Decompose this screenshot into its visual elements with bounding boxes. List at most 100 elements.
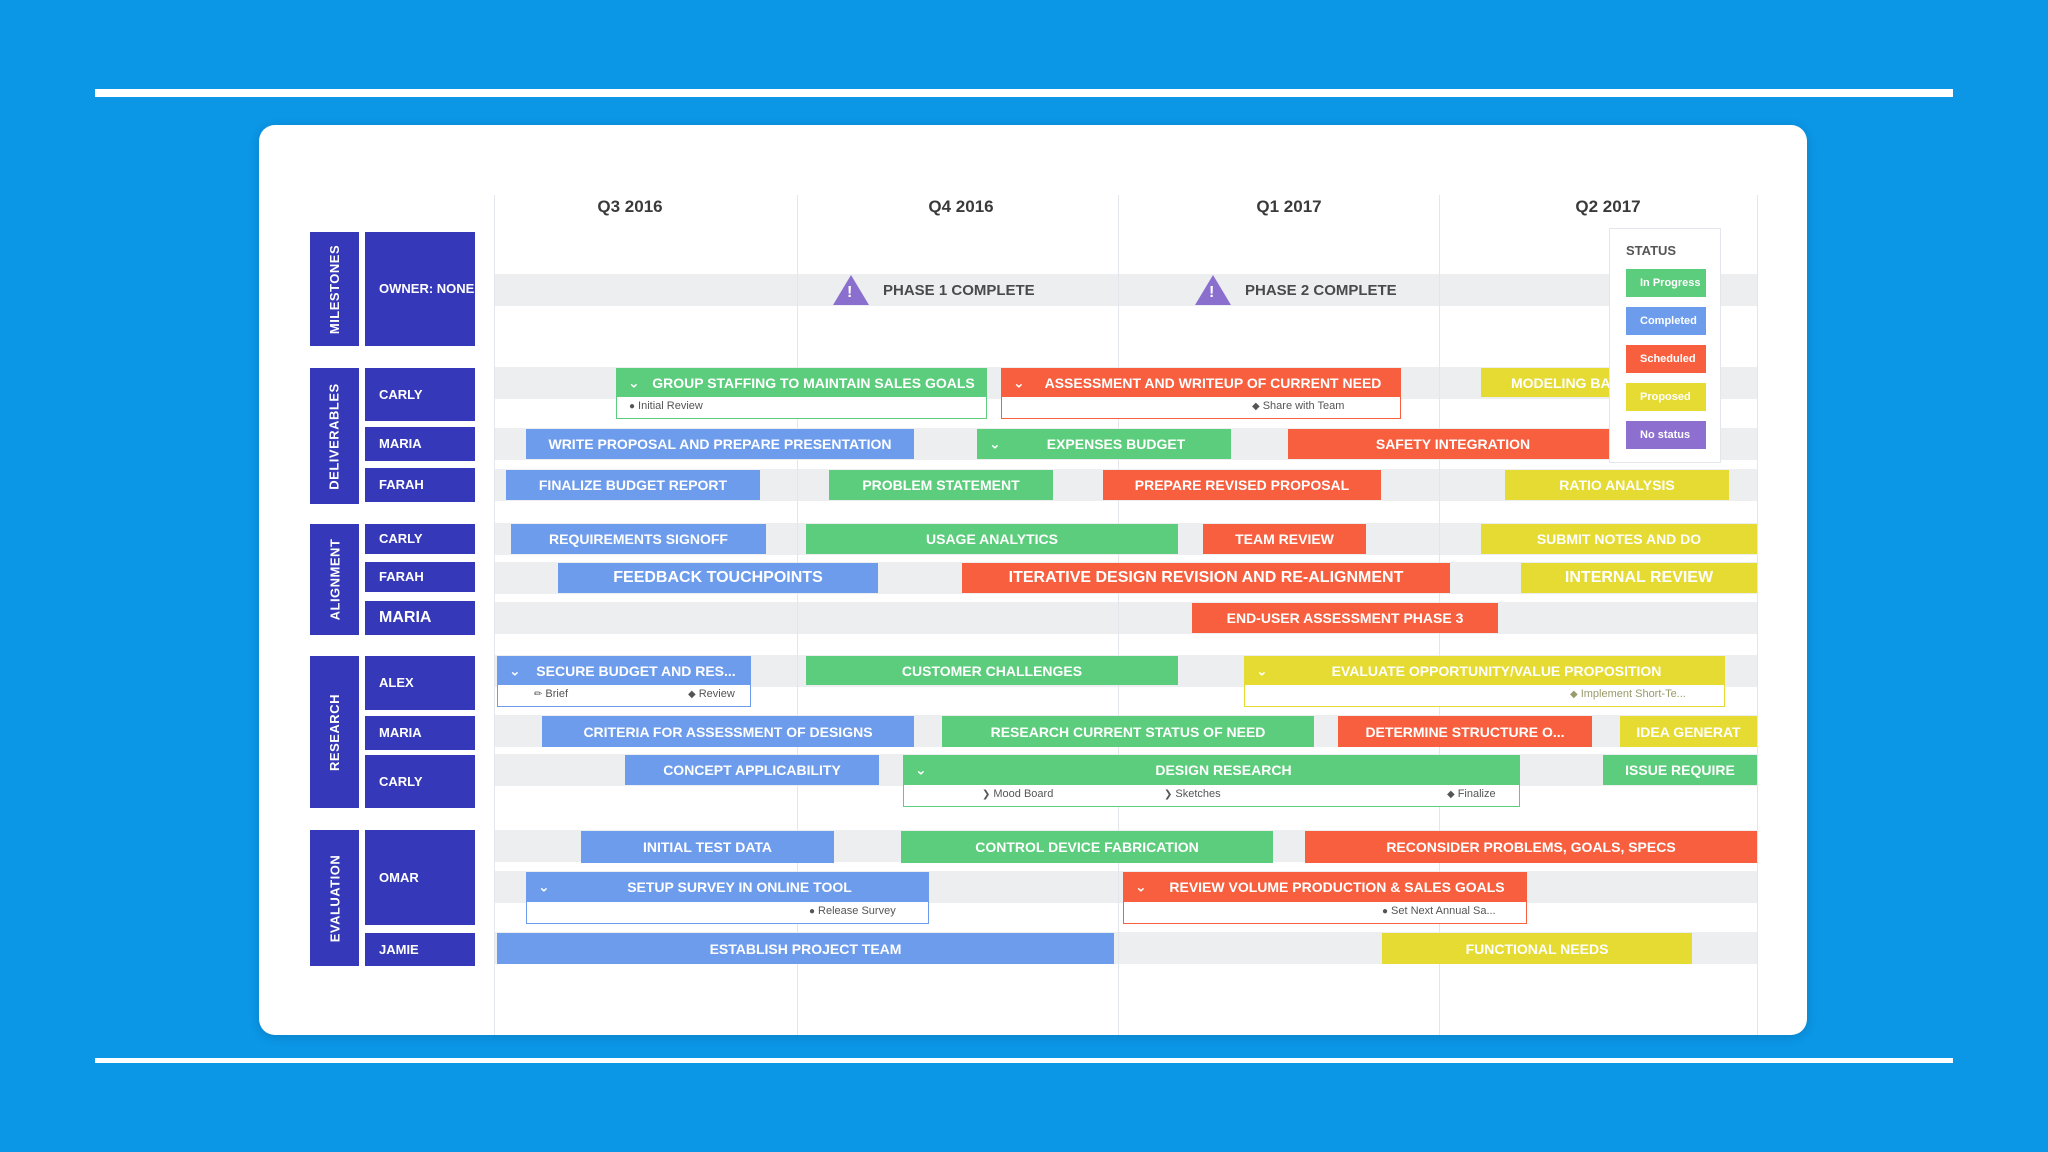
- task-write-proposal[interactable]: WRITE PROPOSAL AND PREPARE PRESENTATION: [526, 429, 914, 459]
- task-feedback-touchpoints[interactable]: FEEDBACK TOUCHPOINTS: [558, 563, 878, 593]
- task-ratio-analysis[interactable]: RATIO ANALYSIS: [1505, 470, 1729, 500]
- task-label: CONCEPT APPLICABILITY: [663, 762, 841, 778]
- legend-in-progress[interactable]: In Progress: [1626, 269, 1706, 297]
- task-label: FINALIZE BUDGET REPORT: [538, 477, 728, 493]
- task-customer-challenges[interactable]: CUSTOMER CHALLENGES: [806, 656, 1178, 685]
- task-label: SAFETY INTEGRATION: [1375, 436, 1531, 452]
- subtasks-review-volume: ●Set Next Annual Sa...: [1123, 902, 1527, 924]
- owner-evaluation-omar: OMAR: [365, 830, 475, 925]
- circle-marker-icon: ●: [809, 906, 816, 917]
- task-issue-require[interactable]: ISSUE REQUIRE: [1603, 755, 1757, 785]
- task-safety-integration[interactable]: SAFETY INTEGRATION: [1288, 429, 1618, 459]
- bottom-divider: [95, 1058, 1953, 1063]
- chevron-down-icon: ⌄: [628, 374, 640, 390]
- subtask-brief[interactable]: ✏Brief: [534, 688, 569, 700]
- task-modeling[interactable]: MODELING BA: [1481, 368, 1621, 397]
- subtask-sketches[interactable]: ❯Sketches: [1164, 788, 1221, 800]
- task-setup-survey[interactable]: ⌄ SETUP SURVEY IN ONLINE TOOL: [526, 872, 929, 902]
- legend-scheduled[interactable]: Scheduled: [1626, 345, 1706, 373]
- task-submit-notes[interactable]: SUBMIT NOTES AND DO: [1481, 524, 1757, 554]
- owner-deliverables-maria: MARIA: [365, 427, 475, 461]
- group-evaluation: EVALUATION: [310, 830, 359, 966]
- task-research-current[interactable]: RESEARCH CURRENT STATUS OF NEED: [942, 716, 1314, 747]
- warning-triangle-icon: [833, 275, 869, 305]
- task-functional-needs[interactable]: FUNCTIONAL NEEDS: [1382, 933, 1692, 964]
- task-label: RATIO ANALYSIS: [1559, 477, 1675, 493]
- milestone-phase-1[interactable]: PHASE 1 COMPLETE: [833, 275, 1035, 305]
- task-secure-budget[interactable]: ⌄ SECURE BUDGET AND RES...: [497, 656, 751, 685]
- chevron-down-icon: ⌄: [989, 435, 1001, 452]
- subtask-mood-board[interactable]: ❯Mood Board: [982, 788, 1054, 800]
- subtasks-assessment-writeup: ◆Share with Team: [1001, 397, 1401, 419]
- task-review-volume[interactable]: ⌄ REVIEW VOLUME PRODUCTION & SALES GOALS: [1123, 872, 1527, 902]
- chevron-down-icon: ⌄: [915, 761, 927, 778]
- group-research: RESEARCH: [310, 656, 359, 808]
- task-team-review[interactable]: TEAM REVIEW: [1203, 524, 1366, 554]
- task-finalize-budget[interactable]: FINALIZE BUDGET REPORT: [506, 470, 760, 500]
- subtask-finalize[interactable]: ◆Finalize: [1447, 788, 1496, 800]
- task-label: RECONSIDER PROBLEMS, GOALS, SPECS: [1386, 839, 1676, 855]
- task-internal-review[interactable]: INTERNAL REVIEW: [1521, 563, 1757, 593]
- owner-evaluation-jamie: JAMIE: [365, 933, 475, 966]
- task-label: INITIAL TEST DATA: [642, 839, 773, 855]
- task-label: WRITE PROPOSAL AND PREPARE PRESENTATION: [548, 436, 892, 452]
- milestone-phase-2[interactable]: PHASE 2 COMPLETE: [1195, 275, 1397, 305]
- task-label: SECURE BUDGET AND RES...: [536, 662, 736, 679]
- task-label: MODELING BA: [1511, 374, 1611, 391]
- task-prepare-revised[interactable]: PREPARE REVISED PROPOSAL: [1103, 470, 1381, 500]
- legend-no-status[interactable]: No status: [1626, 421, 1706, 449]
- subtask-review[interactable]: ◆Review: [688, 688, 735, 700]
- diamond-marker-icon: ◆: [1252, 401, 1260, 412]
- task-usage-analytics[interactable]: USAGE ANALYTICS: [806, 524, 1178, 554]
- legend-title: STATUS: [1626, 243, 1677, 258]
- milestone-label: PHASE 2 COMPLETE: [1245, 281, 1397, 299]
- task-iterative-design[interactable]: ITERATIVE DESIGN REVISION AND RE-ALIGNME…: [962, 563, 1450, 593]
- legend-proposed[interactable]: Proposed: [1626, 383, 1706, 411]
- chevron-down-icon: ⌄: [1135, 878, 1147, 895]
- task-label: RESEARCH CURRENT STATUS OF NEED: [990, 723, 1266, 740]
- subtask-share-with-team[interactable]: ◆Share with Team: [1252, 400, 1345, 412]
- task-idea-generat[interactable]: IDEA GENERAT: [1620, 716, 1757, 747]
- task-requirements-signoff[interactable]: REQUIREMENTS SIGNOFF: [511, 524, 766, 554]
- task-criteria-assessment[interactable]: CRITERIA FOR ASSESSMENT OF DESIGNS: [542, 716, 914, 747]
- subtask-initial-review[interactable]: ●Initial Review: [629, 400, 703, 412]
- subtask-implement-short[interactable]: ◆Implement Short-Te...: [1570, 688, 1686, 700]
- task-label: ASSESSMENT AND WRITEUP OF CURRENT NEED: [1044, 374, 1382, 391]
- subtask-set-next-annual[interactable]: ●Set Next Annual Sa...: [1382, 905, 1496, 917]
- task-determine-structure[interactable]: DETERMINE STRUCTURE O...: [1338, 716, 1592, 747]
- task-assessment-writeup[interactable]: ⌄ ASSESSMENT AND WRITEUP OF CURRENT NEED: [1001, 368, 1401, 397]
- task-end-user-assessment[interactable]: END-USER ASSESSMENT PHASE 3: [1192, 603, 1498, 633]
- chevron-right-icon: ❯: [982, 789, 991, 800]
- quarter-q2-2017: Q2 2017: [1575, 197, 1641, 216]
- subtask-release-survey[interactable]: ●Release Survey: [809, 905, 896, 917]
- diamond-marker-icon: ◆: [688, 689, 696, 700]
- task-design-research[interactable]: ⌄ DESIGN RESEARCH: [903, 755, 1520, 785]
- quarter-divider: [494, 195, 495, 1035]
- task-label: ITERATIVE DESIGN REVISION AND RE-ALIGNME…: [1008, 569, 1404, 586]
- task-expenses-budget[interactable]: ⌄ EXPENSES BUDGET: [977, 429, 1231, 459]
- task-label: EVALUATE OPPORTUNITY/VALUE PROPOSITION: [1331, 662, 1662, 679]
- task-initial-test[interactable]: INITIAL TEST DATA: [581, 831, 834, 863]
- chevron-down-icon: ⌄: [538, 878, 550, 895]
- quarter-q1-2017: Q1 2017: [1256, 197, 1322, 216]
- task-label: END-USER ASSESSMENT PHASE 3: [1226, 610, 1464, 626]
- task-label: PROBLEM STATEMENT: [862, 477, 1020, 493]
- task-label: USAGE ANALYTICS: [926, 531, 1058, 547]
- task-group-staffing[interactable]: ⌄ GROUP STAFFING TO MAINTAIN SALES GOALS: [616, 368, 987, 397]
- task-label: DESIGN RESEARCH: [1155, 762, 1292, 778]
- legend-completed[interactable]: Completed: [1626, 307, 1706, 335]
- task-problem-statement[interactable]: PROBLEM STATEMENT: [829, 470, 1053, 500]
- task-label: SETUP SURVEY IN ONLINE TOOL: [627, 879, 852, 895]
- task-concept-applicability[interactable]: CONCEPT APPLICABILITY: [625, 755, 879, 785]
- task-label: EXPENSES BUDGET: [1046, 436, 1186, 452]
- diamond-marker-icon: ◆: [1447, 789, 1455, 800]
- circle-marker-icon: ●: [1382, 906, 1389, 917]
- task-control-device[interactable]: CONTROL DEVICE FABRICATION: [901, 831, 1273, 863]
- owner-research-maria: MARIA: [365, 716, 475, 750]
- task-establish-team[interactable]: ESTABLISH PROJECT TEAM: [497, 933, 1114, 964]
- task-reconsider-problems[interactable]: RECONSIDER PROBLEMS, GOALS, SPECS: [1305, 831, 1757, 863]
- task-label: DETERMINE STRUCTURE O...: [1365, 723, 1565, 740]
- task-evaluate-opportunity[interactable]: ⌄ EVALUATE OPPORTUNITY/VALUE PROPOSITION: [1244, 656, 1725, 685]
- chevron-right-icon: ❯: [1164, 789, 1173, 800]
- task-label: PREPARE REVISED PROPOSAL: [1134, 477, 1350, 493]
